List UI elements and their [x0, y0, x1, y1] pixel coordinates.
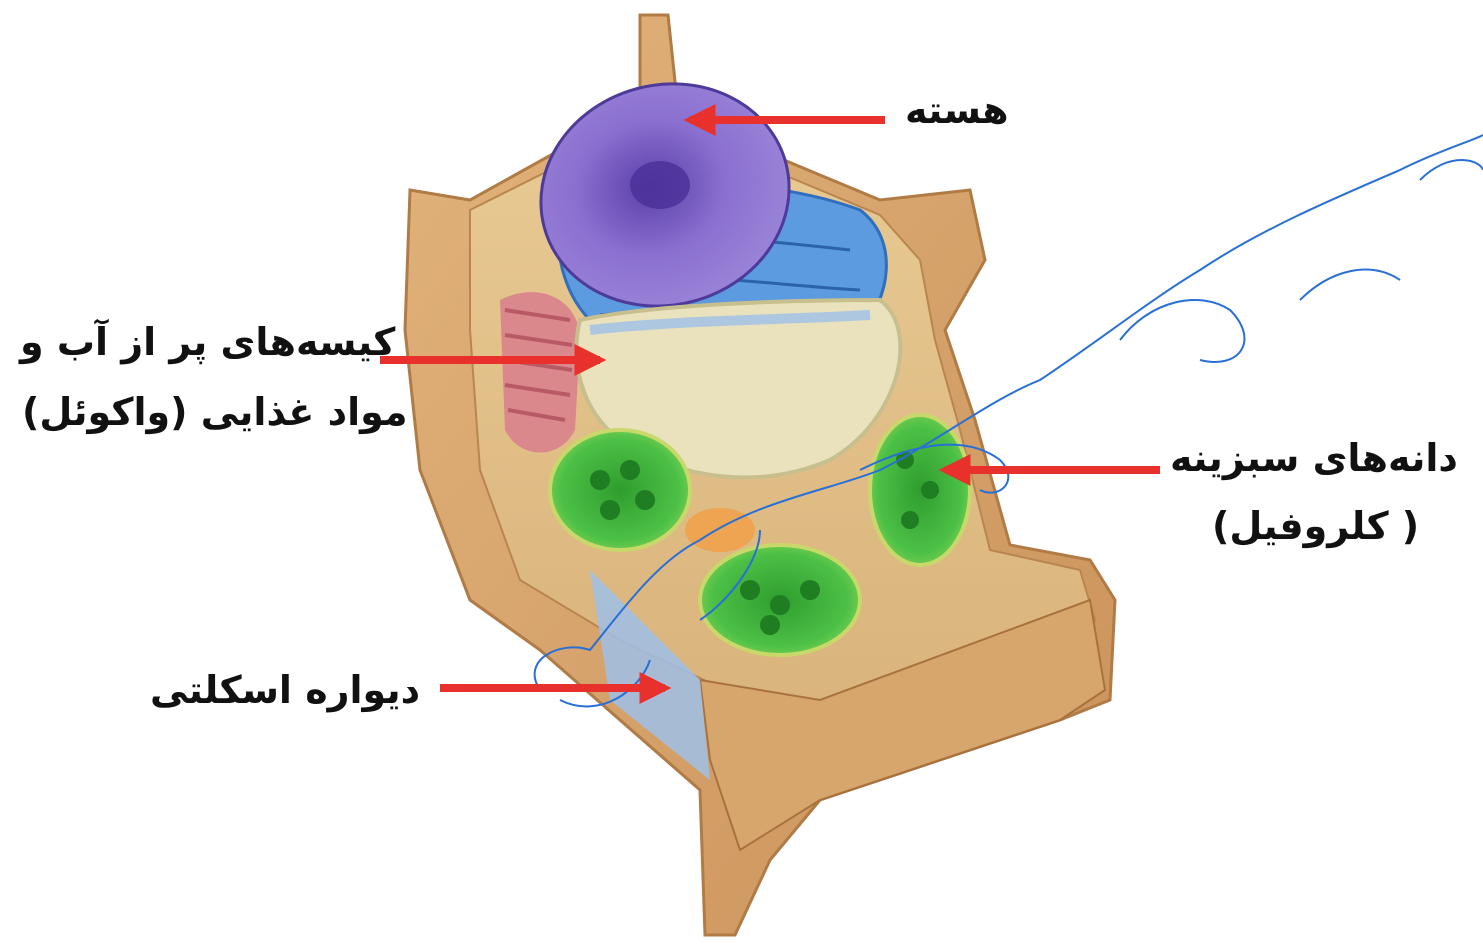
golgi-body: [500, 292, 580, 452]
label-nucleus: هسته: [905, 88, 1009, 132]
label-chloroplast-line1: دانه‌های سبزینه: [1170, 436, 1458, 480]
label-vacuole-line1: کیسه‌های پر از آب و: [20, 320, 395, 364]
label-cell-wall: دیواره اسکلتی: [150, 668, 420, 712]
label-vacuole-line2: مواد غذایی (واکوئل): [22, 390, 407, 434]
label-chloroplast-line2: ( کلروفیل): [1212, 504, 1419, 548]
